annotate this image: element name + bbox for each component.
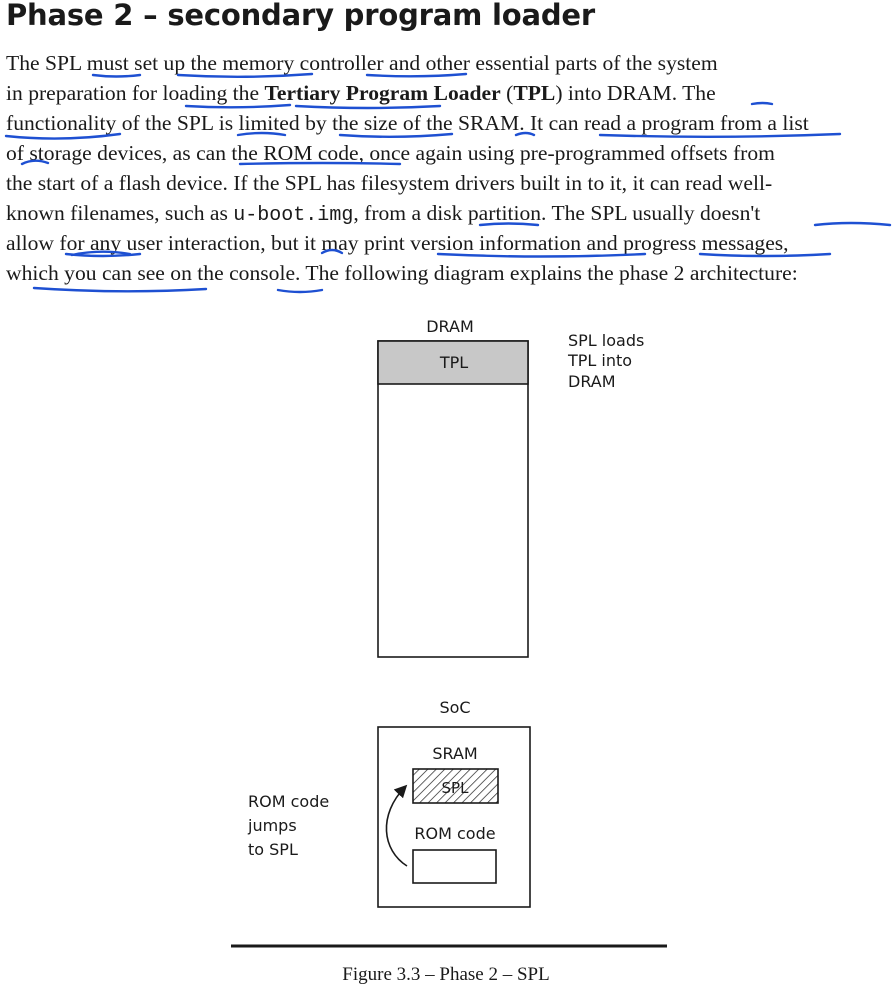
tpl-abbr: TPL [513,81,556,105]
dram-note-line-2: TPL into [567,351,632,370]
dram-block [377,340,529,658]
soc-label: SoC [439,698,470,717]
text-line-5: the start of a flash device. If the SPL … [6,171,773,195]
dram-note-line-1: SPL loads [568,331,644,350]
text-span: ( [500,81,514,105]
rom-code-block [412,849,497,884]
text-span: known filenames, such as [6,201,234,225]
text-line-4: of storage devices, as can the ROM code,… [6,141,775,165]
text-line-7: allow for any user interaction, but it m… [6,231,789,255]
jump-arrow [385,784,408,867]
text-line-3: functionality of the SPL is limited by t… [6,111,809,135]
text-span: in preparation for loading the [6,81,265,105]
rom-note-line-3: to SPL [248,840,298,859]
dram-note-line-3: DRAM [568,372,616,391]
page-title: Phase 2 – secondary program loader [6,0,595,32]
text-line-6: known filenames, such as u-boot.img, fro… [6,198,760,231]
tpl-label: TPL [439,353,468,372]
rom-note-line-2: jumps [247,816,297,835]
figure-caption: Figure 3.3 – Phase 2 – SPL [342,964,550,985]
text-line-8: which you can see on the console. The fo… [6,261,798,285]
text-span: ) into DRAM. The [555,81,716,105]
dram-label: DRAM [426,317,474,336]
text-line-2: in preparation for loading the Tertiary … [6,78,716,108]
text-line-1: The SPL must set up the memory controlle… [6,51,718,75]
sram-label: SRAM [432,744,477,763]
spl-label: SPL [442,779,470,797]
rom-note-line-1: ROM code [248,792,329,811]
code-filename: u-boot.img [233,204,354,227]
tpl-block [377,340,529,385]
spl-block [412,768,499,804]
rom-code-label: ROM code [414,824,495,843]
tpl-term: Tertiary Program Loader [264,81,501,105]
text-span: , from a disk partition. The SPL usually… [353,201,761,225]
